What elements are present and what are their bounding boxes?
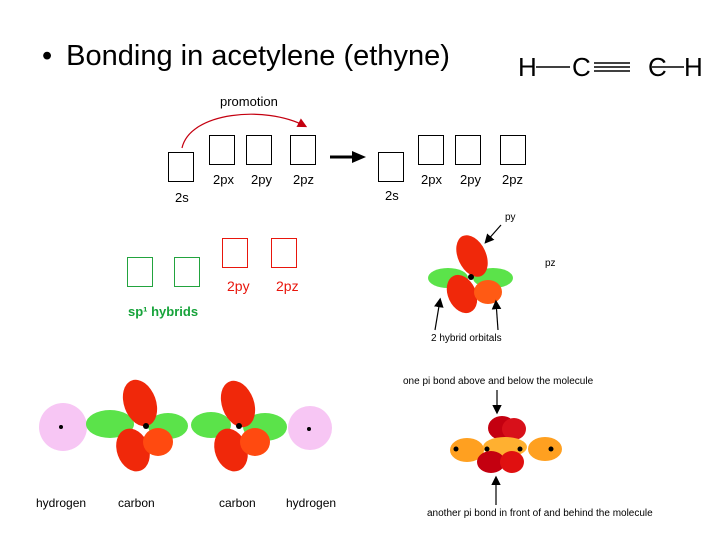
label-carbon-right: carbon xyxy=(219,496,256,510)
box-2px-before xyxy=(209,135,235,165)
formula-hydrogen-left: H xyxy=(518,52,537,82)
box-sp-hybrid-2 xyxy=(174,257,200,287)
label-carbon-left: carbon xyxy=(118,496,155,510)
hybrid-orbitals-label: 2 hybrid orbitals xyxy=(431,333,502,344)
label-hydrogen-left: hydrogen xyxy=(36,496,87,510)
label-2pz-before: 2pz xyxy=(293,172,314,187)
box-hybrid-2py xyxy=(222,238,248,268)
sp-hybrids-label: sp¹ hybrids xyxy=(128,304,199,319)
transition-arrow xyxy=(330,151,366,163)
formula-bonds xyxy=(536,62,684,72)
bullet: • xyxy=(42,40,53,72)
box-2py-before xyxy=(246,135,272,165)
label-2s-after: 2s xyxy=(385,188,399,203)
box-2s-before xyxy=(168,152,194,182)
pz-label: pz xyxy=(545,258,556,269)
structural-formula: H C C H xyxy=(518,52,708,84)
hybrid-arrows xyxy=(134,242,288,282)
promotion-arrow xyxy=(181,113,308,149)
label-2px-after: 2px xyxy=(421,172,442,187)
carbon-orbital-view xyxy=(428,224,513,331)
hybrid-2pz-label: 2pz xyxy=(276,278,299,294)
pi-bond-picture xyxy=(450,390,562,505)
label-2py-after: 2py xyxy=(460,172,481,187)
title-text: Bonding in acetylene (ethyne) xyxy=(66,40,450,72)
pi-bond-bottom-label: another pi bond in front of and behind t… xyxy=(427,508,653,519)
acetylene-sigma-framework xyxy=(39,379,332,472)
hybrid-2py-label: 2py xyxy=(227,278,250,294)
box-hybrid-2pz xyxy=(271,238,297,268)
box-2pz-after xyxy=(500,135,526,165)
box-2py-after xyxy=(455,135,481,165)
pi-bond-top-label: one pi bond above and below the molecule xyxy=(403,376,594,387)
label-2py-before: 2py xyxy=(251,172,272,187)
slide-title: • Bonding in acetylene (ethyne) xyxy=(42,40,450,73)
box-sp-hybrid-1 xyxy=(127,257,153,287)
box-2s-after xyxy=(378,152,404,182)
formula-hydrogen-right: H xyxy=(684,52,703,82)
py-label: py xyxy=(505,212,516,223)
label-2s-before: 2s xyxy=(175,190,189,205)
promotion-label: promotion xyxy=(220,94,278,109)
formula-carbon-left: C xyxy=(572,52,591,82)
box-2px-after xyxy=(418,135,444,165)
box-2pz-before xyxy=(290,135,316,165)
label-2pz-after: 2pz xyxy=(502,172,523,187)
label-hydrogen-right: hydrogen xyxy=(286,496,337,510)
label-2px-before: 2px xyxy=(213,172,234,187)
